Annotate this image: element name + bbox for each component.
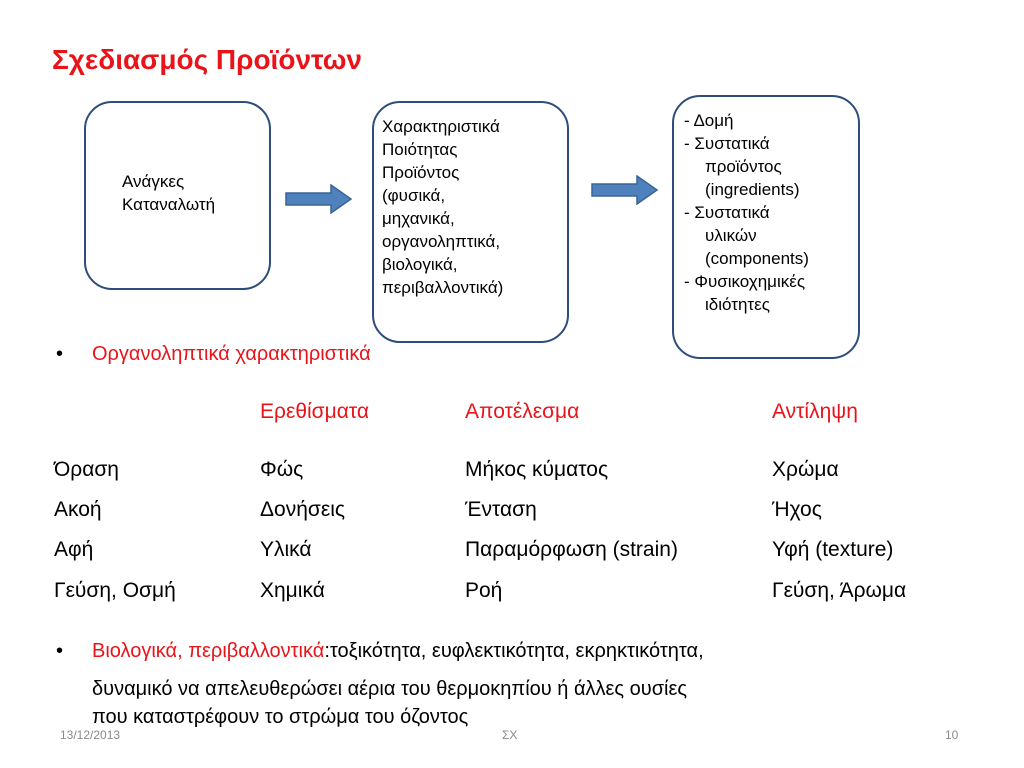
- box-line: (ingredients): [705, 180, 800, 199]
- bullet-dot-icon: •: [56, 343, 64, 365]
- box-line: ιδιότητες: [705, 295, 770, 314]
- table-cell: Χρώμα: [772, 458, 839, 481]
- bullet-text: που καταστρέφουν το στρώμα του όζοντος: [92, 706, 469, 728]
- table-header: Αντίληψη: [772, 400, 858, 423]
- footer-center: ΣΧ: [502, 728, 518, 742]
- bullet-dot-icon: •: [56, 640, 64, 662]
- right-arrow-icon: [591, 175, 659, 205]
- box-line: υλικών: [705, 226, 757, 245]
- box-line: οργανοληπτικά,: [382, 232, 501, 251]
- table-cell: Φώς: [260, 458, 304, 481]
- box-line: Χαρακτηριστικά: [382, 117, 500, 136]
- box-line: Προϊόντος: [382, 163, 460, 182]
- bullet-highlight: Βιολογικά, περιβαλλοντικά: [92, 640, 325, 662]
- consumer-needs-box: Ανάγκες Καταναλωτή: [84, 101, 271, 290]
- table-cell: Μήκος κύματος: [465, 458, 609, 481]
- bullet-text: δυναμικό να απελευθερώσει αέρια του θερμ…: [92, 678, 688, 700]
- table-cell: Υλικά: [260, 538, 312, 561]
- table-cell: Όραση: [54, 458, 119, 481]
- box-line: - Συστατικά: [684, 203, 770, 222]
- box-line: (components): [705, 249, 809, 268]
- table-cell: Ροή: [465, 579, 503, 602]
- table-cell: Δονήσεις: [260, 498, 345, 521]
- box-line: - Φυσικοχημικές: [684, 272, 806, 291]
- bullet-organoleptic: • Οργανοληπτικά χαρακτηριστικά: [56, 343, 371, 366]
- table-header: Ερεθίσματα: [260, 400, 369, 423]
- slide-title: Σχεδιασμός Προϊόντων: [52, 44, 362, 75]
- box-line: - Συστατικά: [684, 134, 770, 153]
- table-cell: Ένταση: [465, 498, 537, 521]
- table-cell: Ήχος: [772, 498, 822, 521]
- box-line: - Δομή: [684, 111, 734, 130]
- table-cell: Γεύση, Οσμή: [54, 579, 176, 602]
- box-line: μηχανικά,: [382, 209, 455, 228]
- table-cell: Υφή (texture): [772, 538, 894, 561]
- bullet-text: Οργανοληπτικά χαρακτηριστικά: [92, 343, 371, 365]
- box-line: (φυσικά,: [382, 186, 446, 205]
- box-line: Ανάγκες: [122, 172, 185, 191]
- footer-page-number: 10: [945, 728, 959, 742]
- table-cell: Γεύση, Άρωμα: [772, 579, 907, 602]
- footer-date: 13/12/2013: [60, 728, 121, 742]
- box-line: Ποιότητας: [382, 140, 458, 159]
- table-cell: Παραμόρφωση (strain): [465, 538, 678, 561]
- quality-characteristics-box: Χαρακτηριστικά Ποιότητας Προϊόντος (φυσι…: [372, 101, 569, 343]
- table-cell: Ακοή: [54, 498, 102, 521]
- box-line: βιολογικά,: [382, 255, 458, 274]
- box-line: προϊόντος: [705, 157, 782, 176]
- right-arrow-icon: [285, 184, 353, 214]
- bullet-text: :τοξικότητα, ευφλεκτικότητα, εκρηκτικότη…: [324, 640, 704, 662]
- structure-components-box: - Δομή - Συστατικά προϊόντος (ingredient…: [672, 95, 860, 359]
- table-cell: Χημικά: [260, 579, 325, 602]
- table-cell: Αφή: [54, 538, 94, 561]
- box-line: Καταναλωτή: [122, 195, 216, 214]
- table-header: Αποτέλεσμα: [465, 400, 580, 423]
- box-line: περιβαλλοντικά): [382, 278, 504, 297]
